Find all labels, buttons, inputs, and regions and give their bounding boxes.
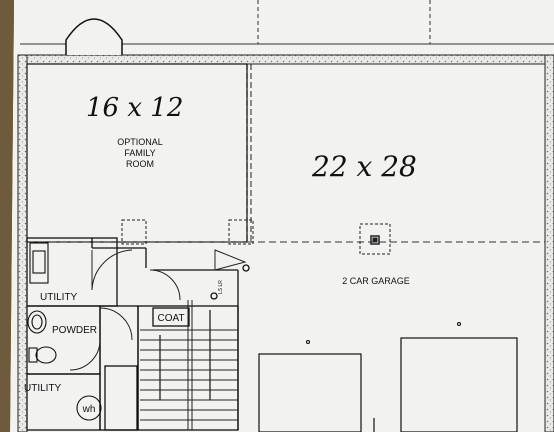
family-room-label-1: OPTIONAL <box>117 137 163 147</box>
family-room-label-2: FAMILY <box>124 148 155 158</box>
utility-bottom-label: UTILITY <box>24 383 62 394</box>
table-edge <box>0 0 14 432</box>
garage-label: 2 CAR GARAGE <box>342 276 410 286</box>
family-room-label-3: ROOM <box>126 159 154 169</box>
powder-label: POWDER <box>52 325 97 336</box>
stairs <box>140 300 238 430</box>
water-heater-label: wh <box>82 404 96 415</box>
family-room-dims: 16 x 12 <box>86 93 183 123</box>
garage-dims: 22 x 28 <box>311 150 417 183</box>
column-pads <box>121 219 391 255</box>
utility-top-label: UTILITY <box>40 292 78 303</box>
switch-note: LS LR <box>218 280 224 294</box>
paper-sheet <box>10 0 554 432</box>
fixtures <box>27 242 462 421</box>
arched-doorway <box>65 18 123 55</box>
garage-doors <box>258 337 518 432</box>
coat-label: COAT <box>157 313 184 324</box>
door-swings <box>69 249 247 371</box>
